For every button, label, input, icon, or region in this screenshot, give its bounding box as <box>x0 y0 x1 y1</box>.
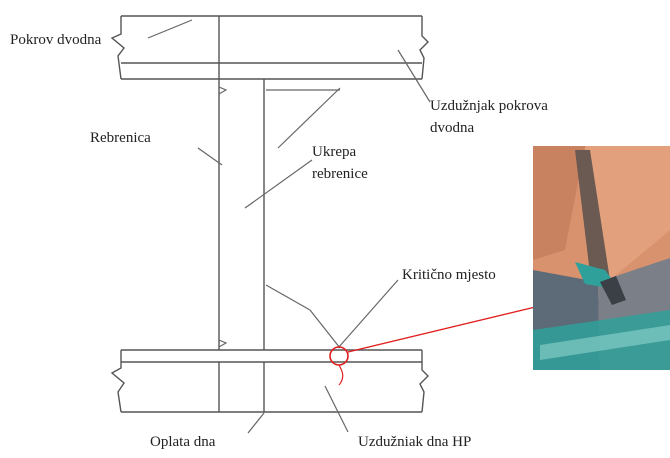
floor-stiffener <box>265 89 341 349</box>
critical-point-photo <box>533 146 670 370</box>
label-critical-point: Kritično mjesto <box>402 267 496 283</box>
label-bottom-longitudinal: Uzdužniak dna HP <box>358 434 471 450</box>
inner-bottom-plating <box>110 15 429 80</box>
label-bottom-plating: Oplata dna <box>150 434 216 450</box>
label-floor: Rebrenica <box>90 130 151 146</box>
label-inner-bottom-longitudinal-2: dvodna <box>430 120 475 136</box>
label-floor-stiffener-1: Ukrepa <box>312 144 356 160</box>
bottom-plating <box>110 349 429 413</box>
label-floor-stiffener-2: rebrenice <box>312 166 368 182</box>
floor-web <box>218 16 265 350</box>
label-inner-bottom-plating: Pokrov dvodna <box>10 32 102 48</box>
leader-lines <box>147 19 431 434</box>
label-inner-bottom-longitudinal-1: Uzdužnjak pokrova <box>430 98 548 114</box>
